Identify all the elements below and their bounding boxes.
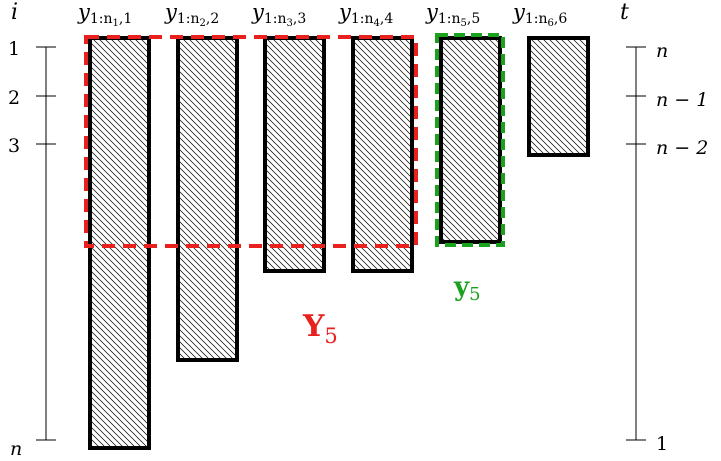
right-axis: t n n − 1 n − 2 1 — [620, 0, 708, 455]
column-bar-1 — [88, 36, 151, 450]
left-tick-label-n: n — [10, 438, 22, 460]
column-header-4: y1:n4,4 — [338, 0, 393, 29]
column-header-1: y1:n1,1 — [77, 0, 132, 29]
column-bar-5 — [439, 36, 502, 244]
column-header-3: y1:n3,3 — [251, 0, 306, 29]
column-bar-3 — [263, 36, 326, 273]
right-axis-title: t — [620, 0, 629, 25]
column-header-6: y1:n6,6 — [512, 0, 567, 29]
left-tick-label-2: 2 — [8, 87, 20, 109]
right-tick-label-1: 1 — [656, 433, 668, 455]
column-header-5: y1:n5,5 — [425, 0, 480, 29]
vector-label: y5 — [453, 272, 481, 305]
column-header-2: y1:n2,2 — [164, 0, 219, 29]
column-bars — [88, 36, 590, 450]
matrix-highlight-box — [84, 35, 418, 248]
left-axis: i 1 2 3 n — [8, 0, 56, 460]
left-tick-label-1: 1 — [8, 38, 20, 60]
column-bar-4 — [351, 36, 414, 273]
right-tick-label-n-1: n − 1 — [656, 89, 708, 111]
vector-highlight-box — [435, 33, 505, 247]
right-tick-label-n-2: n − 2 — [656, 137, 708, 159]
right-tick-label-n: n — [656, 40, 668, 62]
column-bar-6 — [527, 36, 590, 157]
column-headers: y1:n1,1 y1:n2,2 y1:n3,3 y1:n4,4 y1:n5,5 … — [77, 0, 567, 29]
left-tick-label-3: 3 — [8, 135, 20, 157]
matrix-label: Y5 — [302, 309, 338, 348]
column-bar-2 — [176, 36, 239, 362]
left-axis-title: i — [11, 0, 18, 25]
